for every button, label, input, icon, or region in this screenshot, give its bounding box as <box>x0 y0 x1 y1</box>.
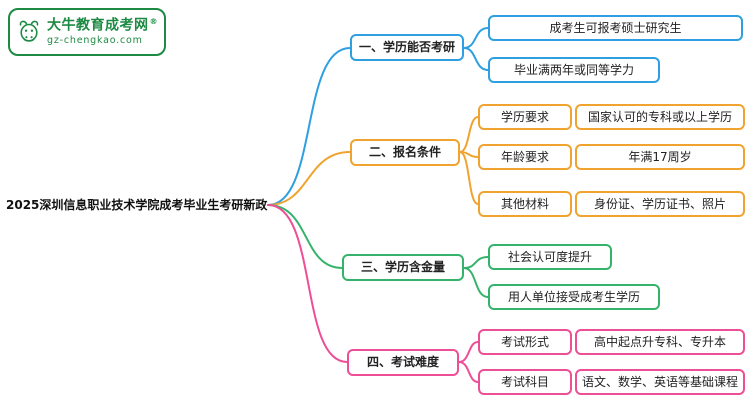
leaf-node: 成考生可报考硕士研究生 <box>488 15 743 41</box>
leaf-label: 考试形式 <box>478 329 572 355</box>
leaf-node: 用人单位接受成考生学历 <box>488 284 660 310</box>
connector-root-branch1 <box>267 47 351 206</box>
connector-branch2-leaf1 <box>459 116 479 153</box>
leaf-row: 考试形式 高中起点升专科、专升本 <box>478 329 745 355</box>
connector-root-branch3 <box>267 204 343 269</box>
registered-mark: ® <box>149 16 158 26</box>
connector-branch1-leaf2 <box>463 47 489 71</box>
leaf-value: 高中起点升专科、专升本 <box>575 329 745 355</box>
connector-root-branch2 <box>267 151 351 206</box>
connector-root-branch4 <box>267 204 348 363</box>
connector-branch1-leaf1 <box>463 27 489 49</box>
logo-domain: gz-chengkao.com <box>47 34 143 46</box>
root-node: 2025深圳信息职业技术学院成考毕业生考研新政 <box>6 198 268 212</box>
leaf-row: 考试科目 语文、数学、英语等基础课程 <box>478 369 745 395</box>
connector-branch4-leaf2 <box>458 361 479 383</box>
branch-node-4: 四、考试难度 <box>347 349 459 376</box>
logo-brand: 大牛教育成考网® <box>47 16 158 34</box>
leaf-label: 学历要求 <box>478 104 572 130</box>
branch-node-1: 一、学历能否考研 <box>350 34 464 61</box>
leaf-row: 其他材料 身份证、学历证书、照片 <box>478 191 745 217</box>
bull-icon <box>19 20 39 42</box>
branch-node-3: 三、学历含金量 <box>342 254 464 281</box>
leaf-value: 国家认可的专科或以上学历 <box>575 104 745 130</box>
leaf-value: 语文、数学、英语等基础课程 <box>575 369 745 395</box>
branch-node-2: 二、报名条件 <box>350 139 460 166</box>
leaf-label: 年龄要求 <box>478 144 572 170</box>
leaf-row: 学历要求 国家认可的专科或以上学历 <box>478 104 745 130</box>
leaf-row: 年龄要求 年满17周岁 <box>478 144 745 170</box>
leaf-label: 考试科目 <box>478 369 572 395</box>
leaf-node: 毕业满两年或同等学力 <box>488 57 660 83</box>
connector-branch3-leaf1 <box>463 256 489 269</box>
connector-branch3-leaf2 <box>463 267 489 298</box>
leaf-value: 身份证、学历证书、照片 <box>575 191 745 217</box>
connector-branch2-leaf3 <box>459 151 479 205</box>
leaf-label: 其他材料 <box>478 191 572 217</box>
logo-text: 大牛教育成考网® gz-chengkao.com <box>47 16 158 46</box>
site-logo: 大牛教育成考网® gz-chengkao.com <box>8 8 166 56</box>
connector-branch4-leaf1 <box>458 341 479 363</box>
leaf-value: 年满17周岁 <box>575 144 745 170</box>
leaf-node: 社会认可度提升 <box>488 244 612 270</box>
